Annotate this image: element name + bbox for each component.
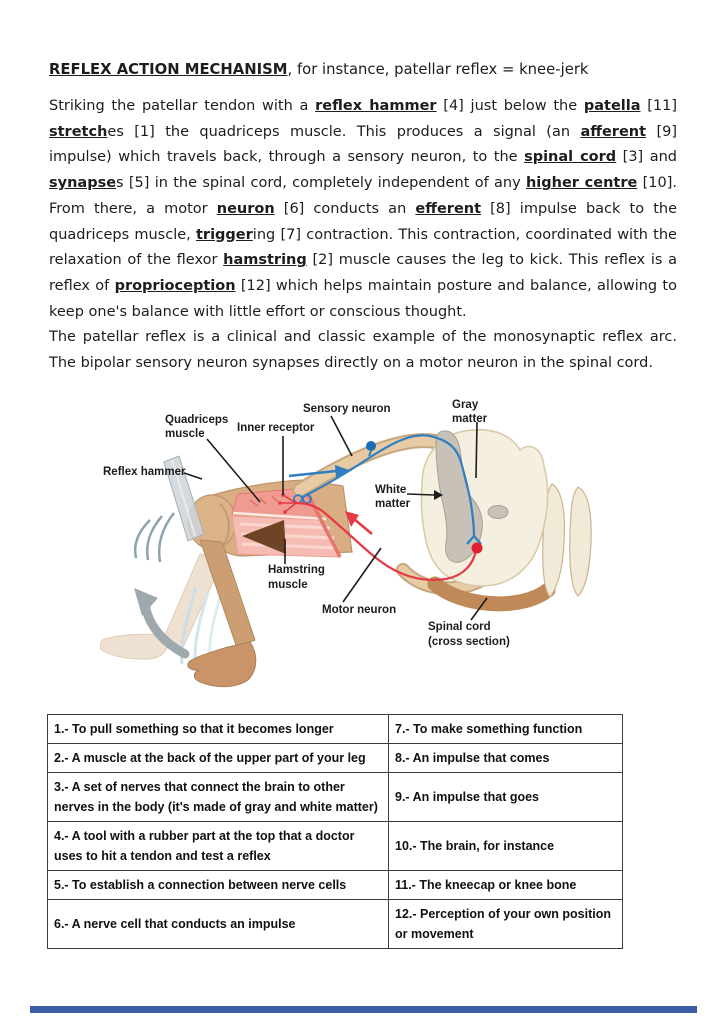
reflex-hammer-illustration bbox=[133, 455, 286, 563]
paragraph-reflex-description: Striking the patellar tendon with a refl… bbox=[49, 98, 678, 320]
definition-11: 11.- The kneecap or knee bone bbox=[388, 870, 623, 900]
label-pointer-lines bbox=[183, 415, 488, 621]
definition-10: 10.- The brain, for instance bbox=[388, 821, 623, 871]
label-hamstring-muscle-1: Hamstring bbox=[268, 564, 325, 576]
label-quadriceps-muscle-1: Quadriceps bbox=[165, 414, 228, 426]
ghost-leg-illustration bbox=[99, 553, 225, 673]
label-reflex-hammer: Reflex hammer bbox=[103, 466, 186, 478]
sensory-neuron-path bbox=[288, 434, 482, 545]
definition-5: 5.- To establish a connection between ne… bbox=[47, 870, 389, 900]
label-gray-matter-1: Gray bbox=[452, 399, 479, 411]
label-sensory-neuron: Sensory neuron bbox=[303, 403, 391, 415]
table-row: 6.- A nerve cell that conducts an impuls… bbox=[47, 899, 623, 949]
label-quadriceps-muscle-2: muscle bbox=[165, 428, 205, 440]
reflex-arc-diagram: Quadriceps muscle Inner receptor Sensory… bbox=[99, 392, 600, 699]
definition-4: 4.- A tool with a rubber part at the top… bbox=[47, 821, 389, 871]
label-white-matter-1: White bbox=[375, 484, 406, 496]
table-row: 3.- A set of nerves that connect the bra… bbox=[47, 772, 623, 822]
table-row: 1.- To pull something so that it becomes… bbox=[47, 714, 623, 744]
title-keyword: REFLEX ACTION MECHANISM bbox=[49, 61, 288, 78]
footer-accent-bar bbox=[30, 1006, 697, 1013]
label-spinal-cord-1: Spinal cord bbox=[428, 621, 491, 633]
definition-9: 9.- An impulse that goes bbox=[388, 772, 623, 822]
definition-1: 1.- To pull something so that it becomes… bbox=[47, 714, 389, 744]
paragraph-monosynaptic: The patellar reflex is a clinical and cl… bbox=[49, 329, 677, 372]
label-gray-matter-2: matter bbox=[452, 413, 488, 425]
definition-6: 6.- A nerve cell that conducts an impuls… bbox=[47, 899, 389, 949]
body-text: Striking the patellar tendon with a refl… bbox=[49, 94, 677, 377]
vocabulary-table: 1.- To pull something so that it becomes… bbox=[47, 714, 623, 949]
kick-arrow bbox=[134, 588, 190, 659]
table-row: 2.- A muscle at the back of the upper pa… bbox=[47, 743, 623, 773]
reflex-arc-illustration: Quadriceps muscle Inner receptor Sensory… bbox=[99, 399, 592, 688]
definition-12: 12.- Perception of your own position or … bbox=[388, 899, 623, 949]
definition-7: 7.- To make something function bbox=[388, 714, 623, 744]
diagram-labels: Quadriceps muscle Inner receptor Sensory… bbox=[103, 399, 510, 648]
label-spinal-cord-2: (cross section) bbox=[428, 636, 510, 648]
table-row: 4.- A tool with a rubber part at the top… bbox=[47, 821, 623, 871]
definition-3: 3.- A set of nerves that connect the bra… bbox=[47, 772, 389, 822]
title-subtitle: , for instance, patellar reflex = knee-j… bbox=[287, 61, 589, 78]
motor-neuron-path bbox=[278, 493, 483, 581]
definition-8: 8.- An impulse that comes bbox=[388, 743, 623, 773]
label-inner-receptor: Inner receptor bbox=[237, 422, 315, 434]
spinal-cord-cross-section bbox=[420, 428, 592, 612]
label-motor-neuron: Motor neuron bbox=[322, 604, 396, 616]
page-title: REFLEX ACTION MECHANISM, for instance, p… bbox=[49, 59, 679, 81]
definition-2: 2.- A muscle at the back of the upper pa… bbox=[47, 743, 389, 773]
table-row: 5.- To establish a connection between ne… bbox=[47, 870, 623, 900]
label-white-matter-2: matter bbox=[375, 498, 411, 510]
label-hamstring-muscle-2: muscle bbox=[268, 579, 308, 591]
